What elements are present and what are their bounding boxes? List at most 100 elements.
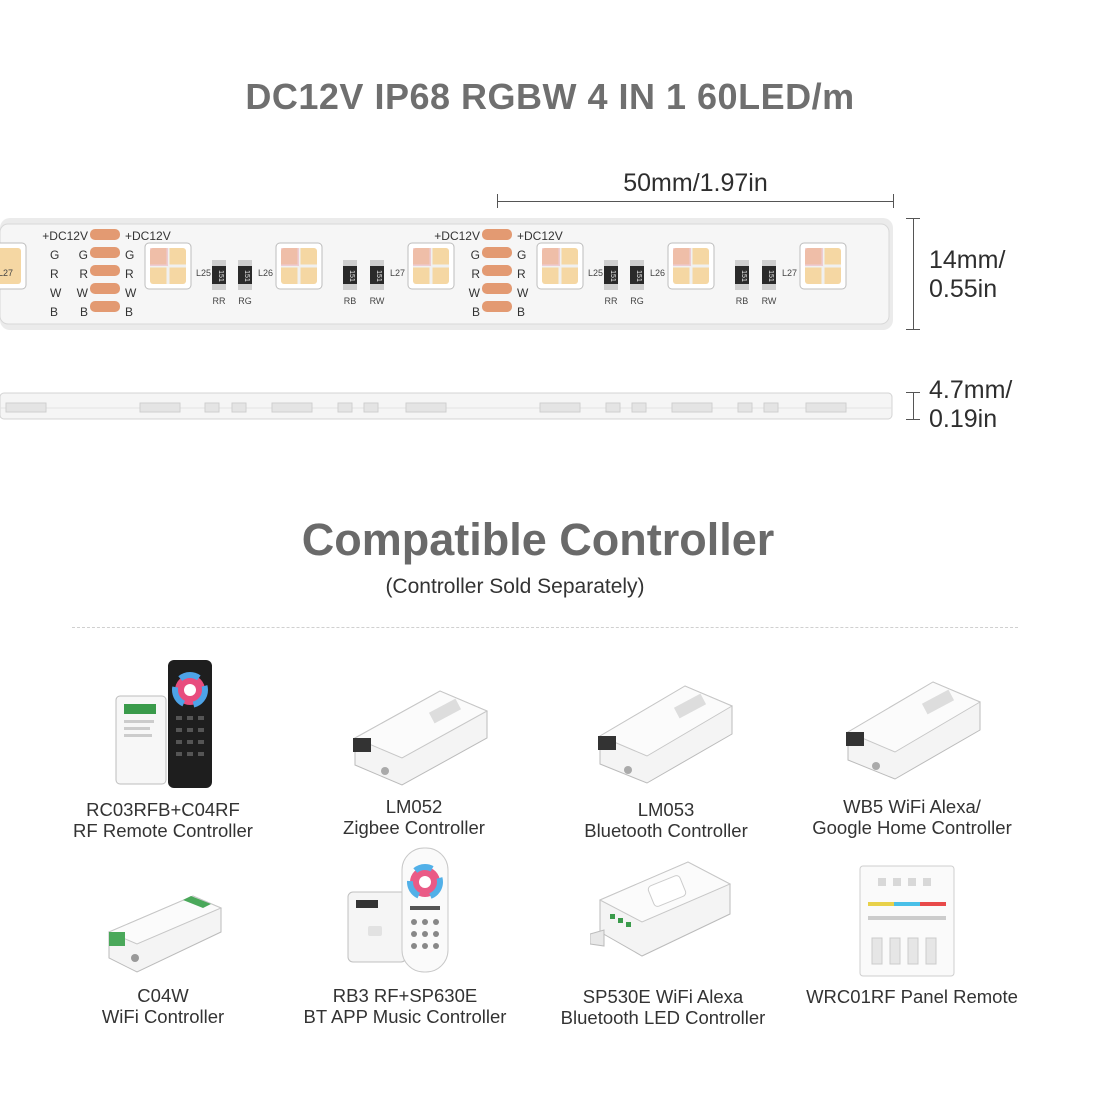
pin-label: G — [517, 248, 526, 262]
product-name: WRC01RF Panel Remote — [806, 986, 1018, 1007]
width-label-line1: 14mm/ — [929, 246, 1006, 274]
svg-text:L27: L27 — [390, 268, 405, 278]
solder-pad — [482, 229, 512, 240]
section-title: Compatible Controller — [301, 514, 775, 565]
pin-label: W — [77, 286, 89, 300]
svg-text:151: 151 — [635, 270, 642, 282]
voltage-label: +DC12V — [42, 229, 88, 243]
svg-text:R: R — [50, 267, 59, 281]
side-component — [337, 402, 353, 413]
resistor — [604, 260, 618, 290]
pin-label: W — [125, 286, 137, 300]
resistor-label: RR — [605, 296, 618, 306]
pin-label: G — [79, 248, 88, 262]
height-label-line1: 4.7mm/ — [929, 376, 1013, 404]
pin-label: B — [517, 305, 525, 319]
side-component — [139, 402, 181, 413]
svg-text:151: 151 — [740, 270, 747, 282]
svg-text:L26: L26 — [258, 268, 273, 278]
pin-label: W — [517, 286, 529, 300]
product-name: RC03RFB+C04RF — [86, 799, 240, 820]
side-component — [631, 402, 647, 413]
product-card: LM052 Zigbee Controller — [294, 796, 534, 838]
product-desc: Zigbee Controller — [343, 817, 485, 838]
resistor-label: RW — [762, 296, 777, 306]
pin-label: W — [469, 286, 481, 300]
resistor-label: RG — [238, 296, 252, 306]
side-component — [363, 402, 379, 413]
svg-text:W: W — [50, 286, 62, 300]
product-desc: WiFi Controller — [101, 1006, 225, 1027]
wifi-controller-icon — [103, 892, 225, 981]
svg-text:L27: L27 — [782, 268, 797, 278]
voltage-label: +DC12V — [434, 229, 480, 243]
side-component — [605, 402, 621, 413]
pin-label: B — [80, 305, 88, 319]
solder-pad — [90, 283, 120, 294]
svg-text:151: 151 — [375, 270, 382, 282]
section-subtitle: (Controller Sold Separately) — [385, 575, 645, 598]
resistor — [343, 260, 357, 290]
resistor — [238, 260, 252, 290]
panel-remote-icon — [858, 864, 956, 983]
resistor-label: RB — [344, 296, 357, 306]
height-label-line2: 0.19in — [929, 405, 998, 433]
product-desc: Google Home Controller — [812, 817, 1012, 838]
pin-label: G — [125, 248, 134, 262]
product-desc: BT APP Music Controller — [303, 1006, 507, 1027]
solder-pad — [90, 301, 120, 312]
side-component — [539, 402, 581, 413]
height-dimension — [904, 392, 924, 420]
resistor — [735, 260, 749, 290]
led-controller-icon — [589, 856, 735, 965]
product-card: SP530E WiFi Alexa Bluetooth LED Controll… — [543, 986, 783, 1028]
side-component — [737, 402, 753, 413]
svg-text:L27: L27 — [0, 268, 13, 278]
svg-text:151: 151 — [767, 270, 774, 282]
solder-pad — [482, 283, 512, 294]
side-component — [763, 402, 779, 413]
solder-pad — [90, 229, 120, 240]
width-dimension — [904, 218, 924, 330]
product-desc: Bluetooth LED Controller — [560, 1007, 766, 1028]
product-name: RB3 RF+SP630E — [332, 985, 478, 1006]
resistor — [212, 260, 226, 290]
product-card: RC03RFB+C04RF RF Remote Controller — [43, 799, 283, 841]
solder-pad — [482, 265, 512, 276]
length-label: 50mm/1.97in — [623, 169, 768, 197]
side-component — [271, 402, 313, 413]
pin-label: R — [517, 267, 526, 281]
resistor — [630, 260, 644, 290]
product-card: LM053 Bluetooth Controller — [546, 799, 786, 841]
page-title: DC12V IP68 RGBW 4 IN 1 60LED/m — [245, 76, 855, 117]
side-component — [204, 402, 220, 413]
resistor-label: RR — [213, 296, 226, 306]
resistor — [370, 260, 384, 290]
side-component — [405, 402, 447, 413]
svg-text:G: G — [50, 248, 59, 262]
solder-pad — [90, 265, 120, 276]
side-component — [5, 402, 47, 413]
product-desc: Bluetooth Controller — [584, 820, 748, 841]
svg-text:L26: L26 — [650, 268, 665, 278]
svg-text:B: B — [50, 305, 58, 319]
product-card: WRC01RF Panel Remote — [792, 986, 1032, 1007]
resistor-label: RB — [736, 296, 749, 306]
product-card: WB5 WiFi Alexa/ Google Home Controller — [792, 796, 1032, 838]
pin-label: B — [125, 305, 133, 319]
pin-label: G — [471, 248, 480, 262]
divider — [72, 627, 1018, 628]
solder-pad — [90, 247, 120, 258]
led-strip-side — [0, 392, 893, 420]
product-name: WB5 WiFi Alexa/ — [843, 796, 981, 817]
width-label-line2: 0.55in — [929, 275, 998, 303]
music-controller-icon — [344, 846, 454, 979]
product-name: LM052 — [385, 796, 443, 817]
resistor — [762, 260, 776, 290]
svg-text:L25: L25 — [196, 268, 211, 278]
side-component — [671, 402, 713, 413]
product-name: C04W — [137, 985, 189, 1006]
svg-text:L25: L25 — [588, 268, 603, 278]
controller-box-icon — [838, 672, 983, 787]
